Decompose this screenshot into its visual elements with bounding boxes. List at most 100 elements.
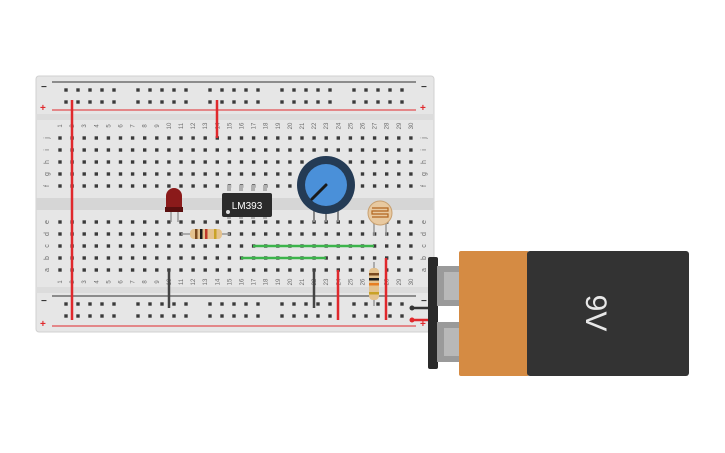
rail-hole[interactable]: [256, 100, 260, 104]
rail-hole[interactable]: [208, 302, 212, 306]
breadboard-hole[interactable]: [324, 232, 328, 236]
breadboard-hole[interactable]: [409, 148, 413, 152]
breadboard-hole[interactable]: [360, 232, 365, 236]
rail-hole[interactable]: [220, 100, 224, 104]
breadboard-hole[interactable]: [385, 148, 389, 152]
rail-hole[interactable]: [292, 314, 296, 318]
breadboard-hole[interactable]: [312, 136, 316, 140]
breadboard-hole[interactable]: [288, 160, 292, 164]
breadboard-hole[interactable]: [106, 220, 111, 224]
breadboard-hole[interactable]: [179, 172, 183, 176]
rail-hole[interactable]: [112, 100, 116, 104]
breadboard-hole[interactable]: [58, 220, 62, 224]
breadboard-hole[interactable]: [179, 184, 183, 188]
resistor-horizontal[interactable]: [181, 229, 230, 239]
breadboard-hole[interactable]: [288, 172, 292, 176]
breadboard-hole[interactable]: [300, 220, 304, 224]
rail-hole[interactable]: [352, 302, 356, 306]
breadboard-hole[interactable]: [118, 232, 123, 236]
breadboard-hole[interactable]: [179, 244, 183, 248]
breadboard-hole[interactable]: [336, 232, 340, 236]
breadboard-hole[interactable]: [94, 232, 98, 236]
breadboard-hole[interactable]: [397, 172, 401, 176]
breadboard-hole[interactable]: [130, 244, 135, 248]
breadboard-hole[interactable]: [397, 232, 401, 236]
breadboard-hole[interactable]: [409, 136, 413, 140]
rail-hole[interactable]: [244, 302, 248, 306]
rail-hole[interactable]: [376, 100, 380, 104]
breadboard-hole[interactable]: [130, 232, 135, 236]
breadboard-hole[interactable]: [179, 268, 183, 272]
breadboard-hole[interactable]: [155, 184, 159, 188]
rail-hole[interactable]: [400, 314, 404, 318]
breadboard-hole[interactable]: [264, 220, 268, 224]
breadboard-hole[interactable]: [106, 160, 111, 164]
breadboard-hole[interactable]: [251, 232, 256, 236]
rail-hole[interactable]: [88, 100, 92, 104]
breadboard-hole[interactable]: [276, 184, 280, 188]
rail-hole[interactable]: [400, 302, 404, 306]
breadboard-hole[interactable]: [167, 244, 171, 248]
breadboard-hole[interactable]: [360, 268, 365, 272]
breadboard-hole[interactable]: [385, 244, 389, 248]
breadboard-hole[interactable]: [324, 136, 328, 140]
breadboard-hole[interactable]: [143, 160, 147, 164]
breadboard-hole[interactable]: [106, 268, 111, 272]
breadboard-hole[interactable]: [58, 244, 62, 248]
rail-hole[interactable]: [64, 100, 68, 104]
breadboard-hole[interactable]: [130, 220, 135, 224]
breadboard-hole[interactable]: [239, 148, 244, 152]
breadboard-hole[interactable]: [397, 244, 401, 248]
breadboard-hole[interactable]: [191, 160, 195, 164]
breadboard-hole[interactable]: [130, 160, 135, 164]
breadboard-hole[interactable]: [227, 160, 232, 164]
breadboard-hole[interactable]: [336, 136, 340, 140]
breadboard-hole[interactable]: [191, 148, 195, 152]
breadboard-hole[interactable]: [167, 172, 171, 176]
breadboard-hole[interactable]: [58, 160, 62, 164]
rail-hole[interactable]: [376, 302, 380, 306]
breadboard-hole[interactable]: [264, 160, 268, 164]
breadboard-hole[interactable]: [118, 172, 123, 176]
breadboard-hole[interactable]: [118, 268, 123, 272]
breadboard-hole[interactable]: [239, 244, 244, 248]
rail-hole[interactable]: [304, 314, 308, 318]
rail-hole[interactable]: [328, 314, 332, 318]
rail-hole[interactable]: [100, 100, 104, 104]
breadboard-hole[interactable]: [264, 172, 268, 176]
breadboard-hole[interactable]: [118, 136, 123, 140]
breadboard-hole[interactable]: [143, 184, 147, 188]
breadboard-hole[interactable]: [276, 160, 280, 164]
breadboard-hole[interactable]: [348, 160, 353, 164]
red-led[interactable]: [165, 188, 183, 222]
breadboard-hole[interactable]: [191, 172, 195, 176]
rail-hole[interactable]: [100, 88, 104, 92]
breadboard-hole[interactable]: [58, 184, 62, 188]
rail-hole[interactable]: [76, 88, 80, 92]
breadboard-hole[interactable]: [251, 148, 256, 152]
breadboard-hole[interactable]: [348, 256, 353, 260]
rail-hole[interactable]: [220, 302, 224, 306]
breadboard-hole[interactable]: [155, 232, 159, 236]
breadboard-hole[interactable]: [324, 148, 328, 152]
breadboard-hole[interactable]: [143, 268, 147, 272]
breadboard-hole[interactable]: [94, 148, 98, 152]
breadboard-hole[interactable]: [409, 244, 413, 248]
rail-hole[interactable]: [388, 100, 392, 104]
breadboard-hole[interactable]: [167, 148, 171, 152]
breadboard-hole[interactable]: [143, 244, 147, 248]
breadboard-hole[interactable]: [82, 268, 86, 272]
rail-hole[interactable]: [112, 302, 116, 306]
rail-hole[interactable]: [292, 302, 296, 306]
rail-hole[interactable]: [88, 314, 92, 318]
breadboard-hole[interactable]: [227, 256, 232, 260]
breadboard-hole[interactable]: [155, 220, 159, 224]
breadboard-hole[interactable]: [82, 232, 86, 236]
breadboard-hole[interactable]: [264, 232, 268, 236]
breadboard-hole[interactable]: [82, 244, 86, 248]
rail-hole[interactable]: [328, 100, 332, 104]
breadboard-hole[interactable]: [191, 220, 195, 224]
breadboard-hole[interactable]: [372, 256, 377, 260]
breadboard-hole[interactable]: [385, 184, 389, 188]
breadboard-hole[interactable]: [385, 160, 389, 164]
